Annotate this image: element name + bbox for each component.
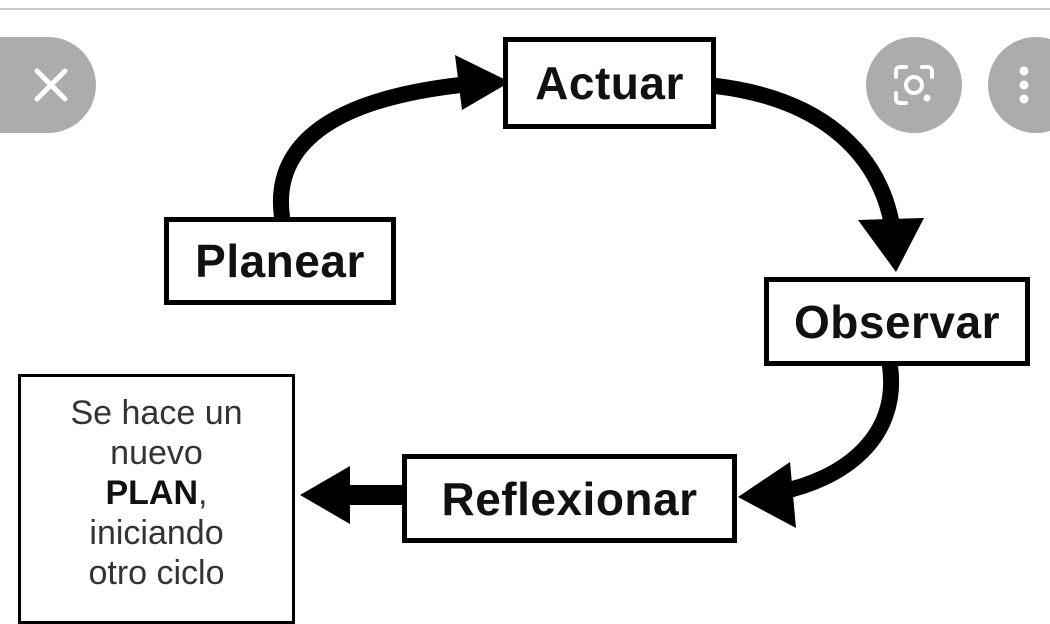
- node-reflexionar-label: Reflexionar: [441, 472, 698, 525]
- arrowhead-actuar: [455, 55, 510, 110]
- node-planear-label: Planear: [195, 235, 365, 287]
- note-plan-comma: ,: [198, 474, 208, 512]
- node-observar: Observar: [764, 277, 1030, 366]
- node-actuar-label: Actuar: [535, 57, 684, 109]
- node-actuar: Actuar: [503, 37, 716, 129]
- arrowhead-observar: [858, 218, 924, 272]
- note-line-5: otro ciclo: [88, 554, 225, 592]
- note-plan-word: PLAN: [105, 474, 199, 512]
- arrow-actuar-to-observar: [708, 78, 900, 233]
- arrow-reflexionar-to-note: [340, 485, 406, 505]
- note-line-1: Se hace un: [70, 394, 243, 432]
- note-line-4: iniciando: [89, 514, 224, 552]
- arrowhead-note: [300, 466, 350, 524]
- node-reflexionar: Reflexionar: [402, 454, 737, 543]
- node-observar-label: Observar: [793, 295, 1000, 348]
- arrow-planear-to-actuar: [272, 76, 478, 225]
- arrow-observar-to-reflexionar: [772, 358, 900, 500]
- more-vertical-icon: [1019, 66, 1029, 104]
- arrowhead-reflexionar: [738, 462, 796, 528]
- close-button[interactable]: [0, 37, 96, 133]
- close-icon: [34, 68, 68, 102]
- note-line-3: PLAN,: [21, 473, 292, 513]
- node-planear: Planear: [164, 217, 396, 305]
- new-plan-note: Se hace un nuevo PLAN, iniciando otro ci…: [18, 374, 295, 624]
- top-divider: [0, 8, 1050, 10]
- lens-search-button[interactable]: [866, 37, 962, 133]
- lens-search-icon: [894, 65, 934, 105]
- note-line-2: nuevo: [110, 434, 203, 472]
